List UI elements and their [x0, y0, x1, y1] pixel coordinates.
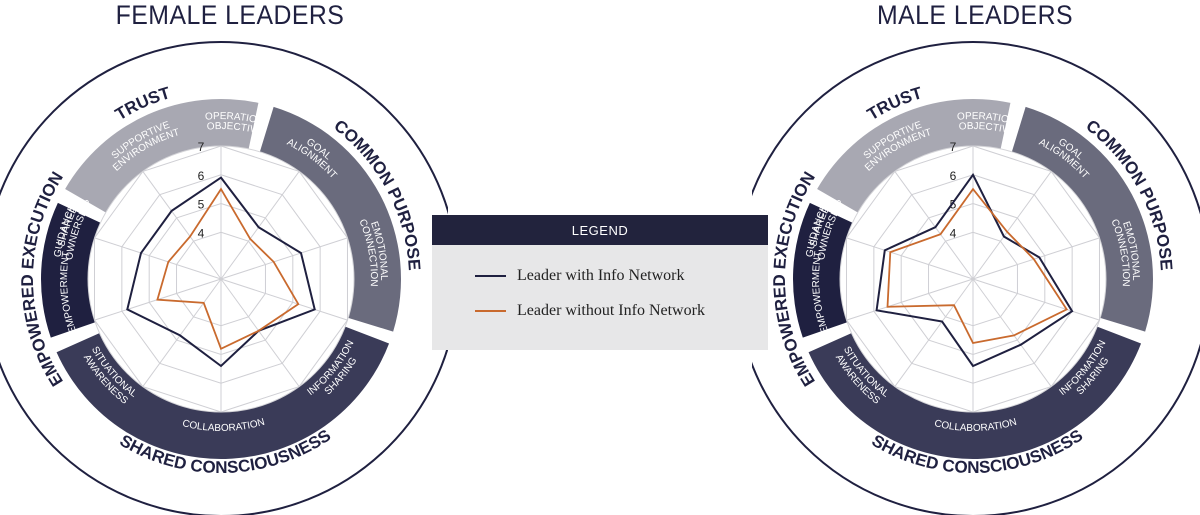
ring-segment-trust	[817, 99, 1011, 213]
spoke-emotional-connection	[220, 278, 348, 321]
spoke-operational-objectivity	[220, 171, 300, 280]
legend-label-without-network: Leader without Info Network	[517, 302, 705, 319]
tick-label-5: 5	[198, 198, 205, 212]
legend-label-with-network: Leader with Info Network	[517, 267, 685, 284]
spoke-emotional-connection	[972, 278, 1100, 321]
spoke-empowerment	[846, 278, 974, 321]
tick-label-7: 7	[950, 140, 957, 154]
series-line-leader-with-info-network	[126, 176, 316, 368]
legend: LEGEND Leader with Info Network Leader w…	[432, 215, 768, 350]
spoke-goal-alignment	[220, 237, 348, 280]
radar-chart-female: TRUSTSUPPORTIVEENVIRONMENTOPERATIONALOBJ…	[0, 41, 448, 515]
ring-segment-empowered-execution	[41, 202, 101, 338]
tick-label-4: 4	[198, 226, 205, 240]
chart-title-male: MALE LEADERS	[876, 0, 1074, 30]
ring-segment-empowered-execution	[793, 202, 853, 338]
tick-label-6: 6	[198, 169, 205, 183]
outer-ring	[752, 41, 1200, 515]
ring-segment-trust	[65, 99, 259, 213]
spoke-information-sharing	[972, 278, 1052, 387]
ring-segment-shared-consciousness	[808, 326, 1142, 459]
tick-label-7: 7	[198, 140, 205, 154]
spoke-goal-alignment	[972, 237, 1100, 280]
spoke-guidance	[142, 171, 222, 280]
legend-swatch-with-network	[475, 275, 506, 278]
ring-segment-common-purpose	[1011, 106, 1153, 332]
radar-chart-male: TRUSTSUPPORTIVEENVIRONMENTOPERATIONALOBJ…	[752, 41, 1200, 515]
tick-label-6: 6	[950, 169, 957, 183]
legend-item-without-network: Leader without Info Network	[475, 301, 705, 321]
spoke-shared-ownership	[94, 237, 222, 280]
series-line-leader-without-info-network	[886, 187, 1069, 345]
legend-swatch-without-network	[475, 310, 506, 313]
spoke-guidance	[894, 171, 974, 280]
spoke-situational-awareness	[894, 278, 974, 387]
series-line-leader-with-info-network	[875, 172, 1074, 368]
spoke-operational-objectivity	[972, 171, 1052, 280]
tick-label-5: 5	[950, 198, 957, 212]
spoke-information-sharing	[220, 278, 300, 387]
outer-ring	[0, 41, 448, 515]
spoke-shared-ownership	[846, 237, 974, 280]
ring-segment-shared-consciousness	[56, 326, 390, 459]
legend-item-with-network: Leader with Info Network	[475, 266, 685, 286]
tick-label-4: 4	[950, 226, 957, 240]
ring-segment-common-purpose	[259, 106, 401, 332]
series-line-leader-without-info-network	[156, 187, 300, 351]
legend-title: LEGEND	[432, 215, 768, 245]
chart-title-female: FEMALE LEADERS	[115, 0, 345, 30]
spoke-situational-awareness	[142, 278, 222, 387]
